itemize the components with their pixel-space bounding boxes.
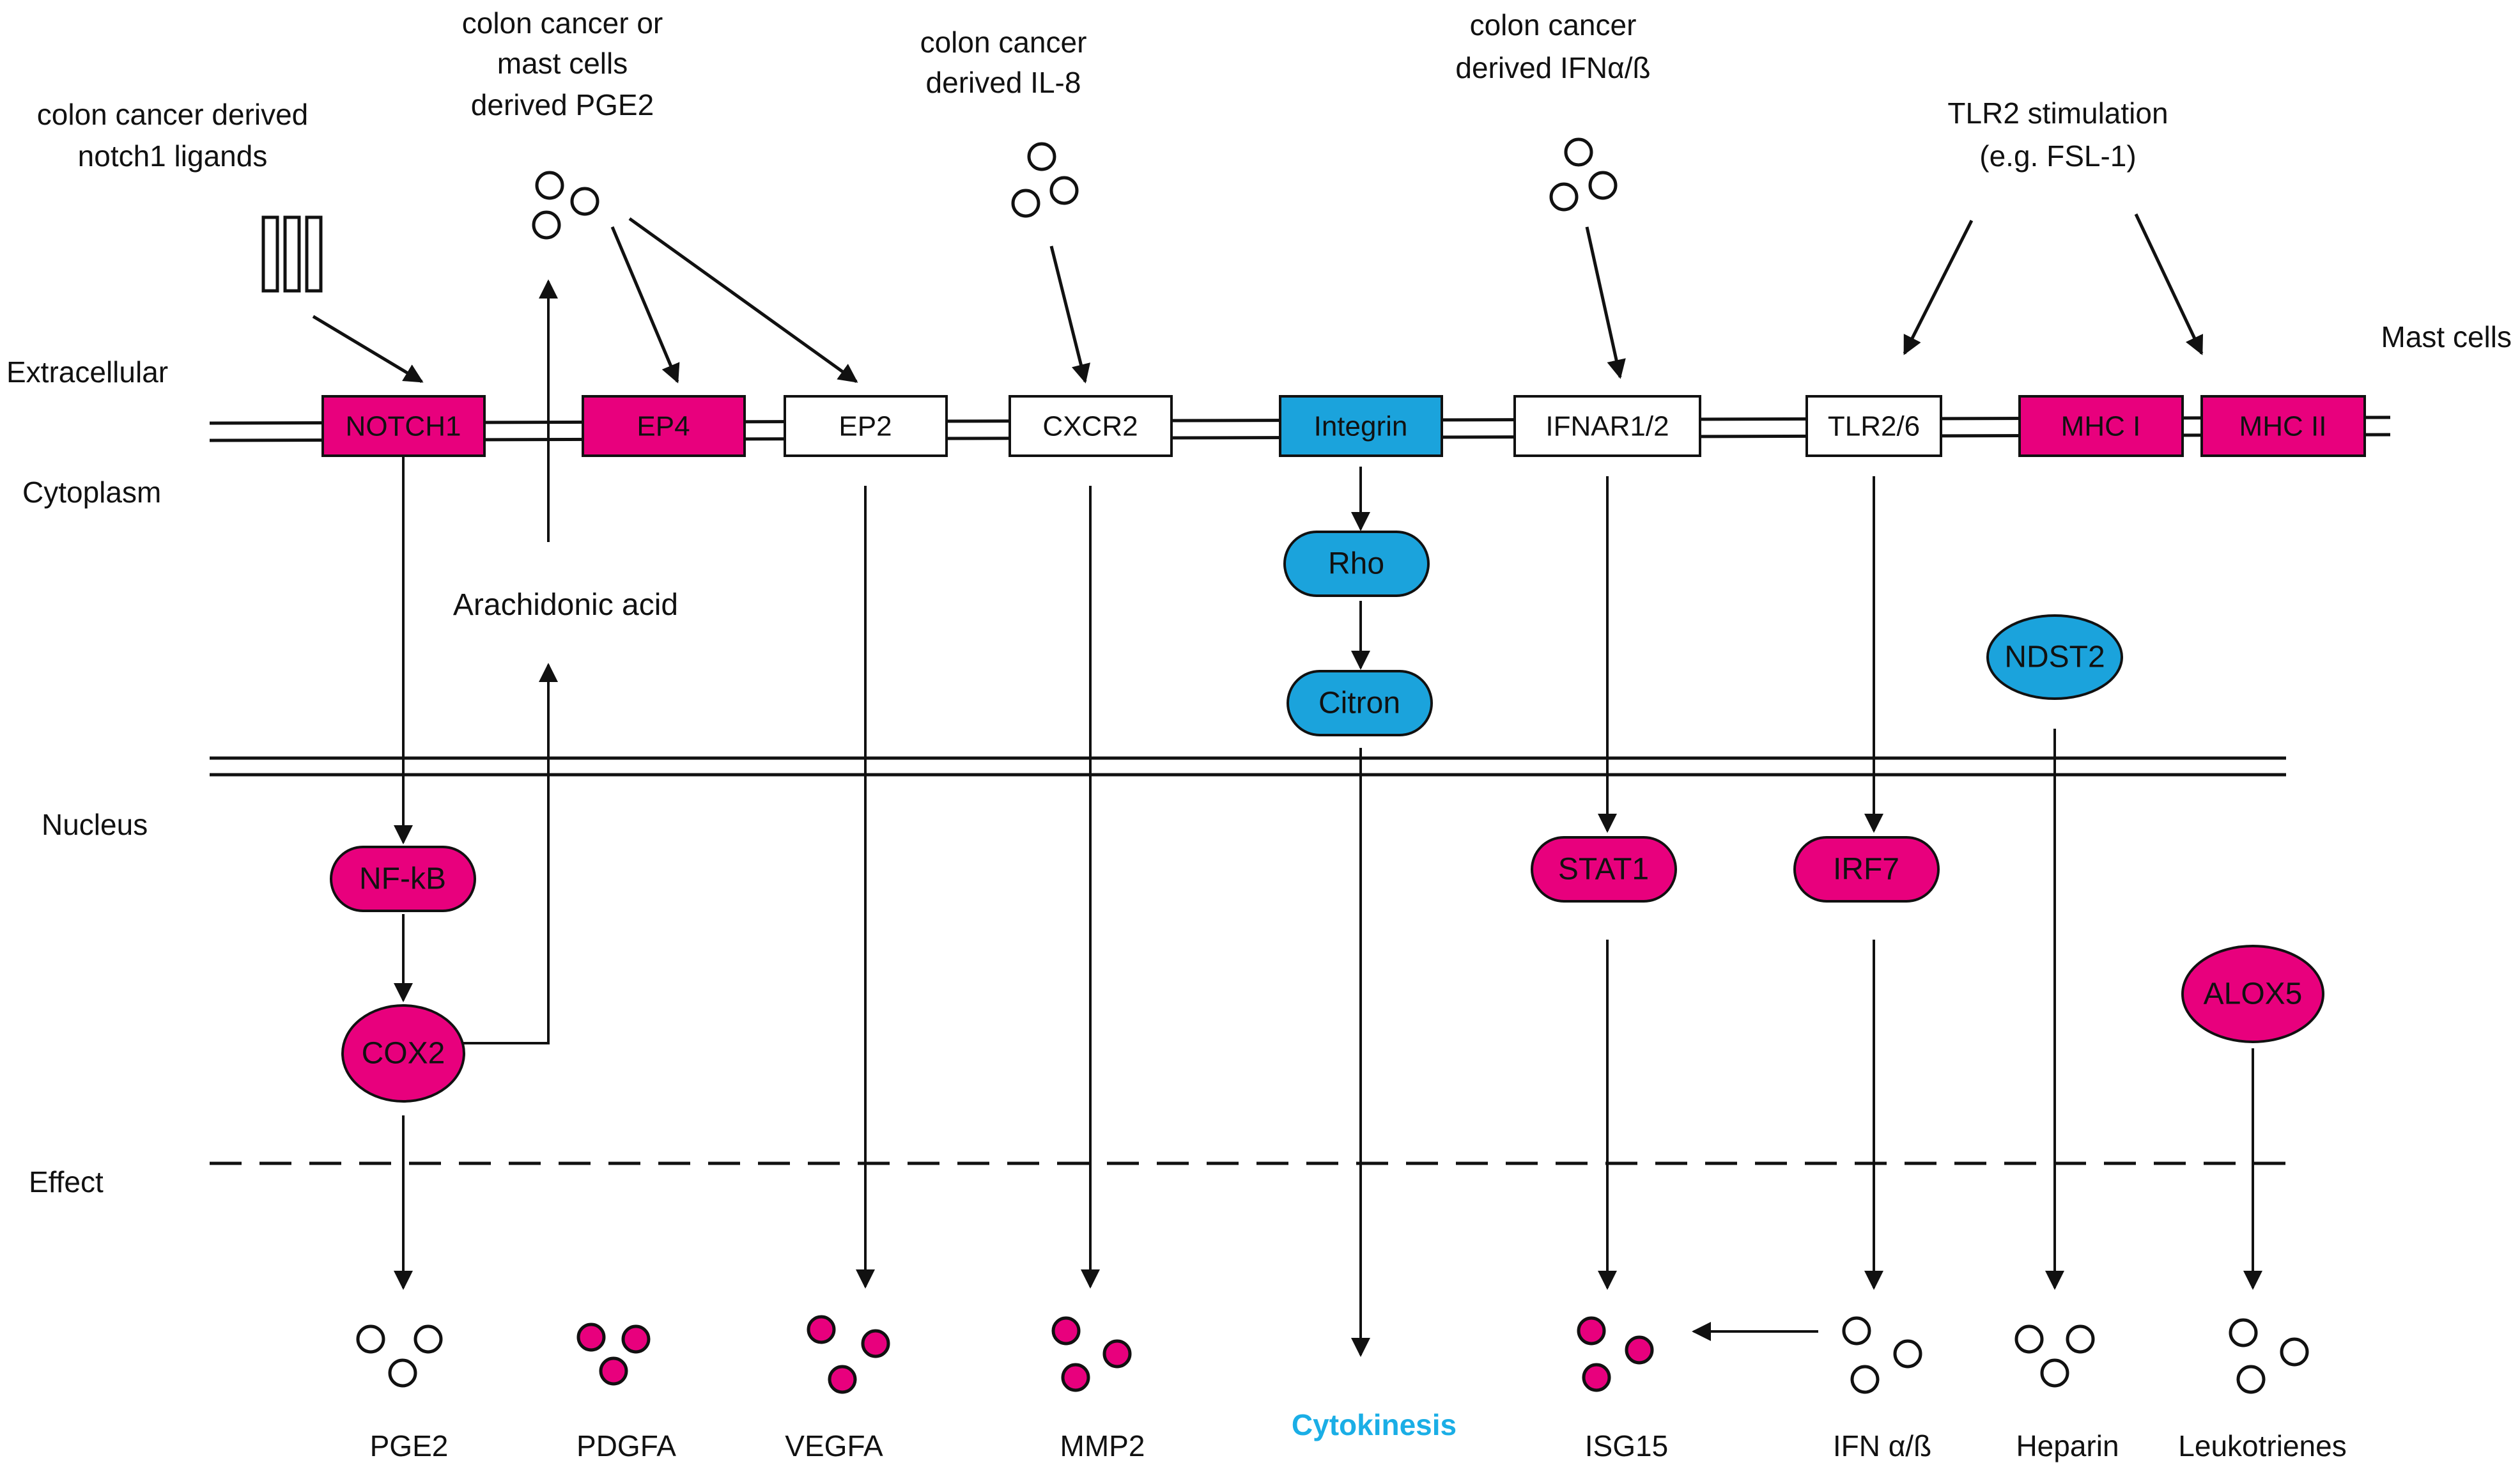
node-alox5: ALOX5 <box>2181 945 2324 1043</box>
node-stat1: STAT1 <box>1531 836 1677 903</box>
receptor-integrin-label: Integrin <box>1314 411 1408 442</box>
effect-label-pge2: PGE2 <box>370 1429 449 1462</box>
node-ndst2-label: NDST2 <box>2004 640 2105 674</box>
receptor-notch1-label: NOTCH1 <box>346 411 461 442</box>
source-notch1-line2: notch1 ligands <box>78 139 268 173</box>
node-stat1-label: STAT1 <box>1558 853 1649 887</box>
notch1-ligands-icon <box>261 215 323 293</box>
effect-label-heparin: Heparin <box>2016 1429 2119 1462</box>
receptor-integrin: Integrin <box>1279 395 1443 457</box>
source-ifn-line2: derived IFNα/ß <box>1455 51 1650 84</box>
receptor-cxcr2-label: CXCR2 <box>1042 411 1138 442</box>
node-citron-label: Citron <box>1318 687 1400 720</box>
effect-label-ifn: IFN α/ß <box>1833 1429 1931 1462</box>
node-alox5-label: ALOX5 <box>2204 977 2303 1011</box>
receptor-notch1: NOTCH1 <box>321 395 486 457</box>
region-label-extracellular: Extracellular <box>6 355 168 389</box>
receptor-ep4: EP4 <box>582 395 746 457</box>
region-label-cytoplasm: Cytoplasm <box>22 476 161 509</box>
arrow-pge2-to-ep4 <box>610 226 680 384</box>
effect-label-vegfa: VEGFA <box>785 1429 883 1462</box>
arrow-ifn-to-ifnar <box>1585 226 1626 379</box>
region-label-effect: Effect <box>29 1165 104 1199</box>
node-ndst2: NDST2 <box>1986 614 2123 700</box>
effect-isg15-molecules-icon <box>1577 1316 1654 1392</box>
arrow-tlr2-stim-to-mhc2 <box>2134 213 2204 355</box>
source-pge2-line2: mast cells <box>497 47 628 80</box>
effect-heparin-molecules-icon <box>2014 1324 2095 1388</box>
mast-cells-label: Mast cells <box>2381 320 2512 353</box>
receptor-cxcr2: CXCR2 <box>1009 395 1173 457</box>
node-citron: Citron <box>1287 670 1433 736</box>
effect-leukotrienes-molecules-icon <box>2229 1318 2309 1394</box>
source-pge2-line3: derived PGE2 <box>471 88 654 121</box>
node-rho-label: Rho <box>1328 547 1384 581</box>
source-notch1-line1: colon cancer derived <box>37 98 308 131</box>
source-tlr2-line2: (e.g. FSL-1) <box>1979 139 2136 173</box>
receptor-mhc2-label: MHC II <box>2239 411 2327 442</box>
receptor-ifnar-label: IFNAR1/2 <box>1545 411 1669 442</box>
source-il8-line1: colon cancer <box>920 26 1087 59</box>
node-rho: Rho <box>1283 531 1430 597</box>
node-cox2-label: COX2 <box>362 1037 445 1071</box>
source-pge2-line1: colon cancer or <box>462 6 663 40</box>
arrow-ligands-to-notch1 <box>312 314 424 384</box>
receptor-ep2-label: EP2 <box>839 411 892 442</box>
effect-pdgfa-molecules-icon <box>576 1323 651 1386</box>
node-nfkb: NF-kB <box>330 846 476 912</box>
receptor-mhc2: MHC II <box>2200 395 2366 457</box>
receptor-tlr26: TLR2/6 <box>1805 395 1942 457</box>
effect-label-cytokinesis: Cytokinesis <box>1292 1408 1457 1441</box>
node-irf7-label: IRF7 <box>1833 853 1899 887</box>
effect-mmp2-molecules-icon <box>1051 1316 1132 1392</box>
receptor-mhc1-label: MHC I <box>2061 411 2141 442</box>
nuclear-membrane <box>210 756 2286 777</box>
arrow-pge2-to-ep2 <box>628 217 858 384</box>
effect-vegfa-molecules-icon <box>807 1315 890 1394</box>
arrow-cox2-to-arachidonic <box>463 663 558 1044</box>
source-tlr2-line1: TLR2 stimulation <box>1947 97 2168 130</box>
ifn-source-molecules-icon <box>1549 137 1618 212</box>
pge2-source-molecules-icon <box>532 171 599 240</box>
node-nfkb-label: NF-kB <box>359 862 446 896</box>
receptor-ifnar: IFNAR1/2 <box>1513 395 1701 457</box>
node-cox2: COX2 <box>341 1004 465 1103</box>
region-label-nucleus: Nucleus <box>42 808 148 841</box>
arrow-il8-to-cxcr2 <box>1049 245 1091 384</box>
source-il8-line2: derived IL-8 <box>926 66 1081 99</box>
effect-pge2-molecules-icon <box>356 1324 443 1388</box>
receptor-ep2: EP2 <box>784 395 948 457</box>
node-irf7: IRF7 <box>1793 836 1940 903</box>
receptor-ep4-label: EP4 <box>637 411 690 442</box>
source-ifn-line1: colon cancer <box>1470 8 1637 42</box>
effect-label-leukotrienes: Leukotrienes <box>2178 1429 2346 1462</box>
arachidonic-acid-label: Arachidonic acid <box>453 588 678 622</box>
effect-label-isg15: ISG15 <box>1585 1429 1668 1462</box>
effect-label-pdgfa: PDGFA <box>576 1429 676 1462</box>
arrow-tlr2-stim-to-tlr26 <box>1903 219 1974 355</box>
effect-ifn-molecules-icon <box>1842 1316 1922 1394</box>
il8-source-molecules-icon <box>1011 142 1079 218</box>
effect-label-mmp2: MMP2 <box>1060 1429 1145 1462</box>
receptor-tlr26-label: TLR2/6 <box>1828 411 1920 442</box>
receptor-mhc1: MHC I <box>2018 395 2184 457</box>
